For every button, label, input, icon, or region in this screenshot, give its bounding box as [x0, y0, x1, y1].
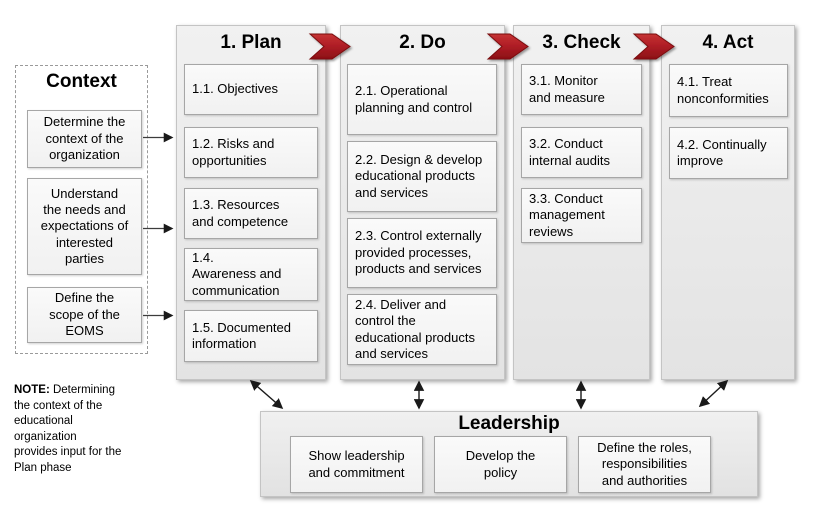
do-column-header: 2. Do: [399, 32, 446, 53]
leadership-title: Leadership: [458, 413, 560, 434]
act-leadership-double-arrow: [698, 379, 729, 408]
step-2-3-control-external: 2.3. Control externally provided process…: [347, 218, 497, 288]
step-2-2-design-develop: 2.2. Design & develop educational produc…: [347, 141, 497, 212]
plan-leadership-double-arrow: [249, 379, 284, 410]
leadership-item-show-leadership: Show leadership and commitment: [290, 436, 423, 493]
step-4-1-treat-nonconformities: 4.1. Treat nonconformities: [669, 64, 788, 117]
leadership-item-develop-policy: Develop the policy: [434, 436, 567, 493]
step-1-3-resources: 1.3. Resources and competence: [184, 188, 318, 239]
step-2-1-operational: 2.1. Operational planning and control: [347, 64, 497, 135]
context-item-determine-context: Determine the context of the organizatio…: [27, 110, 142, 168]
note-text: NOTE: Determining the context of the edu…: [14, 383, 164, 476]
check-column-header: 3. Check: [542, 32, 621, 53]
step-1-5-documented: 1.5. Documented information: [184, 310, 318, 362]
step-3-2-internal-audits: 3.2. Conduct internal audits: [521, 127, 642, 178]
context-item-understand-needs: Understand the needs and expectations of…: [27, 178, 142, 275]
step-3-3-management-reviews: 3.3. Conduct management reviews: [521, 188, 642, 243]
step-1-1-objectives: 1.1. Objectives: [184, 64, 318, 115]
step-4-2-continually-improve: 4.2. Continually improve: [669, 127, 788, 179]
context-title: Context: [46, 71, 117, 92]
plan-column-header: 1. Plan: [220, 32, 282, 53]
step-1-4-awareness: 1.4. Awareness and communication: [184, 248, 318, 301]
leadership-item-define-roles: Define the roles, responsibilities and a…: [578, 436, 711, 493]
note-prefix: NOTE:: [14, 384, 50, 396]
note-body: Determining the context of the education…: [14, 384, 122, 474]
step-1-2-risks: 1.2. Risks and opportunities: [184, 127, 318, 178]
step-2-4-deliver-control: 2.4. Deliver and control the educational…: [347, 294, 497, 365]
act-column-header: 4. Act: [702, 32, 754, 53]
context-item-define-scope: Define the scope of the EOMS: [27, 287, 142, 343]
step-3-1-monitor: 3.1. Monitor and measure: [521, 64, 642, 115]
